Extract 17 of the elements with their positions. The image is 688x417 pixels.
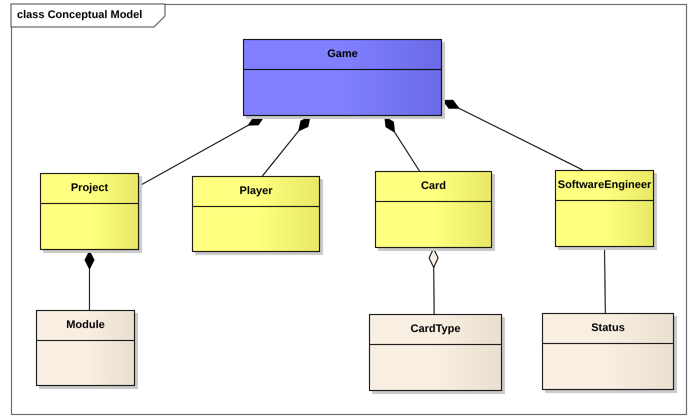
class-box (542, 313, 674, 390)
class-box (243, 39, 442, 116)
class-box (555, 170, 654, 247)
class-name: Module (66, 319, 105, 332)
class-name: Project (70, 182, 108, 195)
class-box (40, 173, 139, 250)
class-name: CardType (410, 323, 460, 336)
class-name: Player (239, 185, 273, 198)
class-box (375, 171, 492, 248)
class-box (36, 310, 135, 386)
class-name: Card (420, 180, 446, 193)
class-box (369, 314, 502, 391)
class-name: Game (327, 48, 358, 61)
class-name: SoftwareEngineer (558, 179, 652, 192)
frame-title: class Conceptual Model (17, 8, 142, 22)
class-box (192, 176, 320, 252)
class-name: Status (591, 322, 625, 335)
